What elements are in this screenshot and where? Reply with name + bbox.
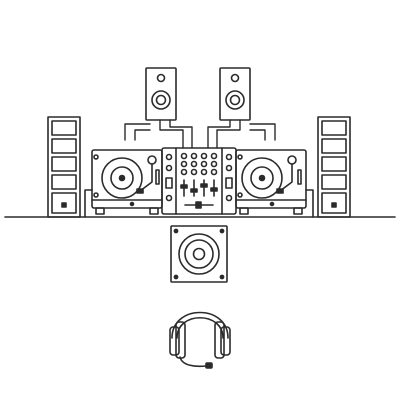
turntable-cable-left — [84, 189, 93, 218]
bookshelf-speaker-icon — [145, 67, 177, 121]
speaker-cables — [124, 119, 276, 149]
turntable-icon — [235, 149, 307, 215]
headphones-icon — [169, 311, 231, 369]
subwoofer-icon — [170, 225, 228, 283]
bookshelf-speaker-icon — [219, 67, 251, 121]
turntable-icon — [91, 149, 163, 215]
dj-mixer-icon — [161, 147, 237, 215]
turntable-cable-right — [305, 189, 314, 218]
tower-speaker-icon — [317, 116, 351, 218]
tower-speaker-icon — [47, 116, 81, 218]
